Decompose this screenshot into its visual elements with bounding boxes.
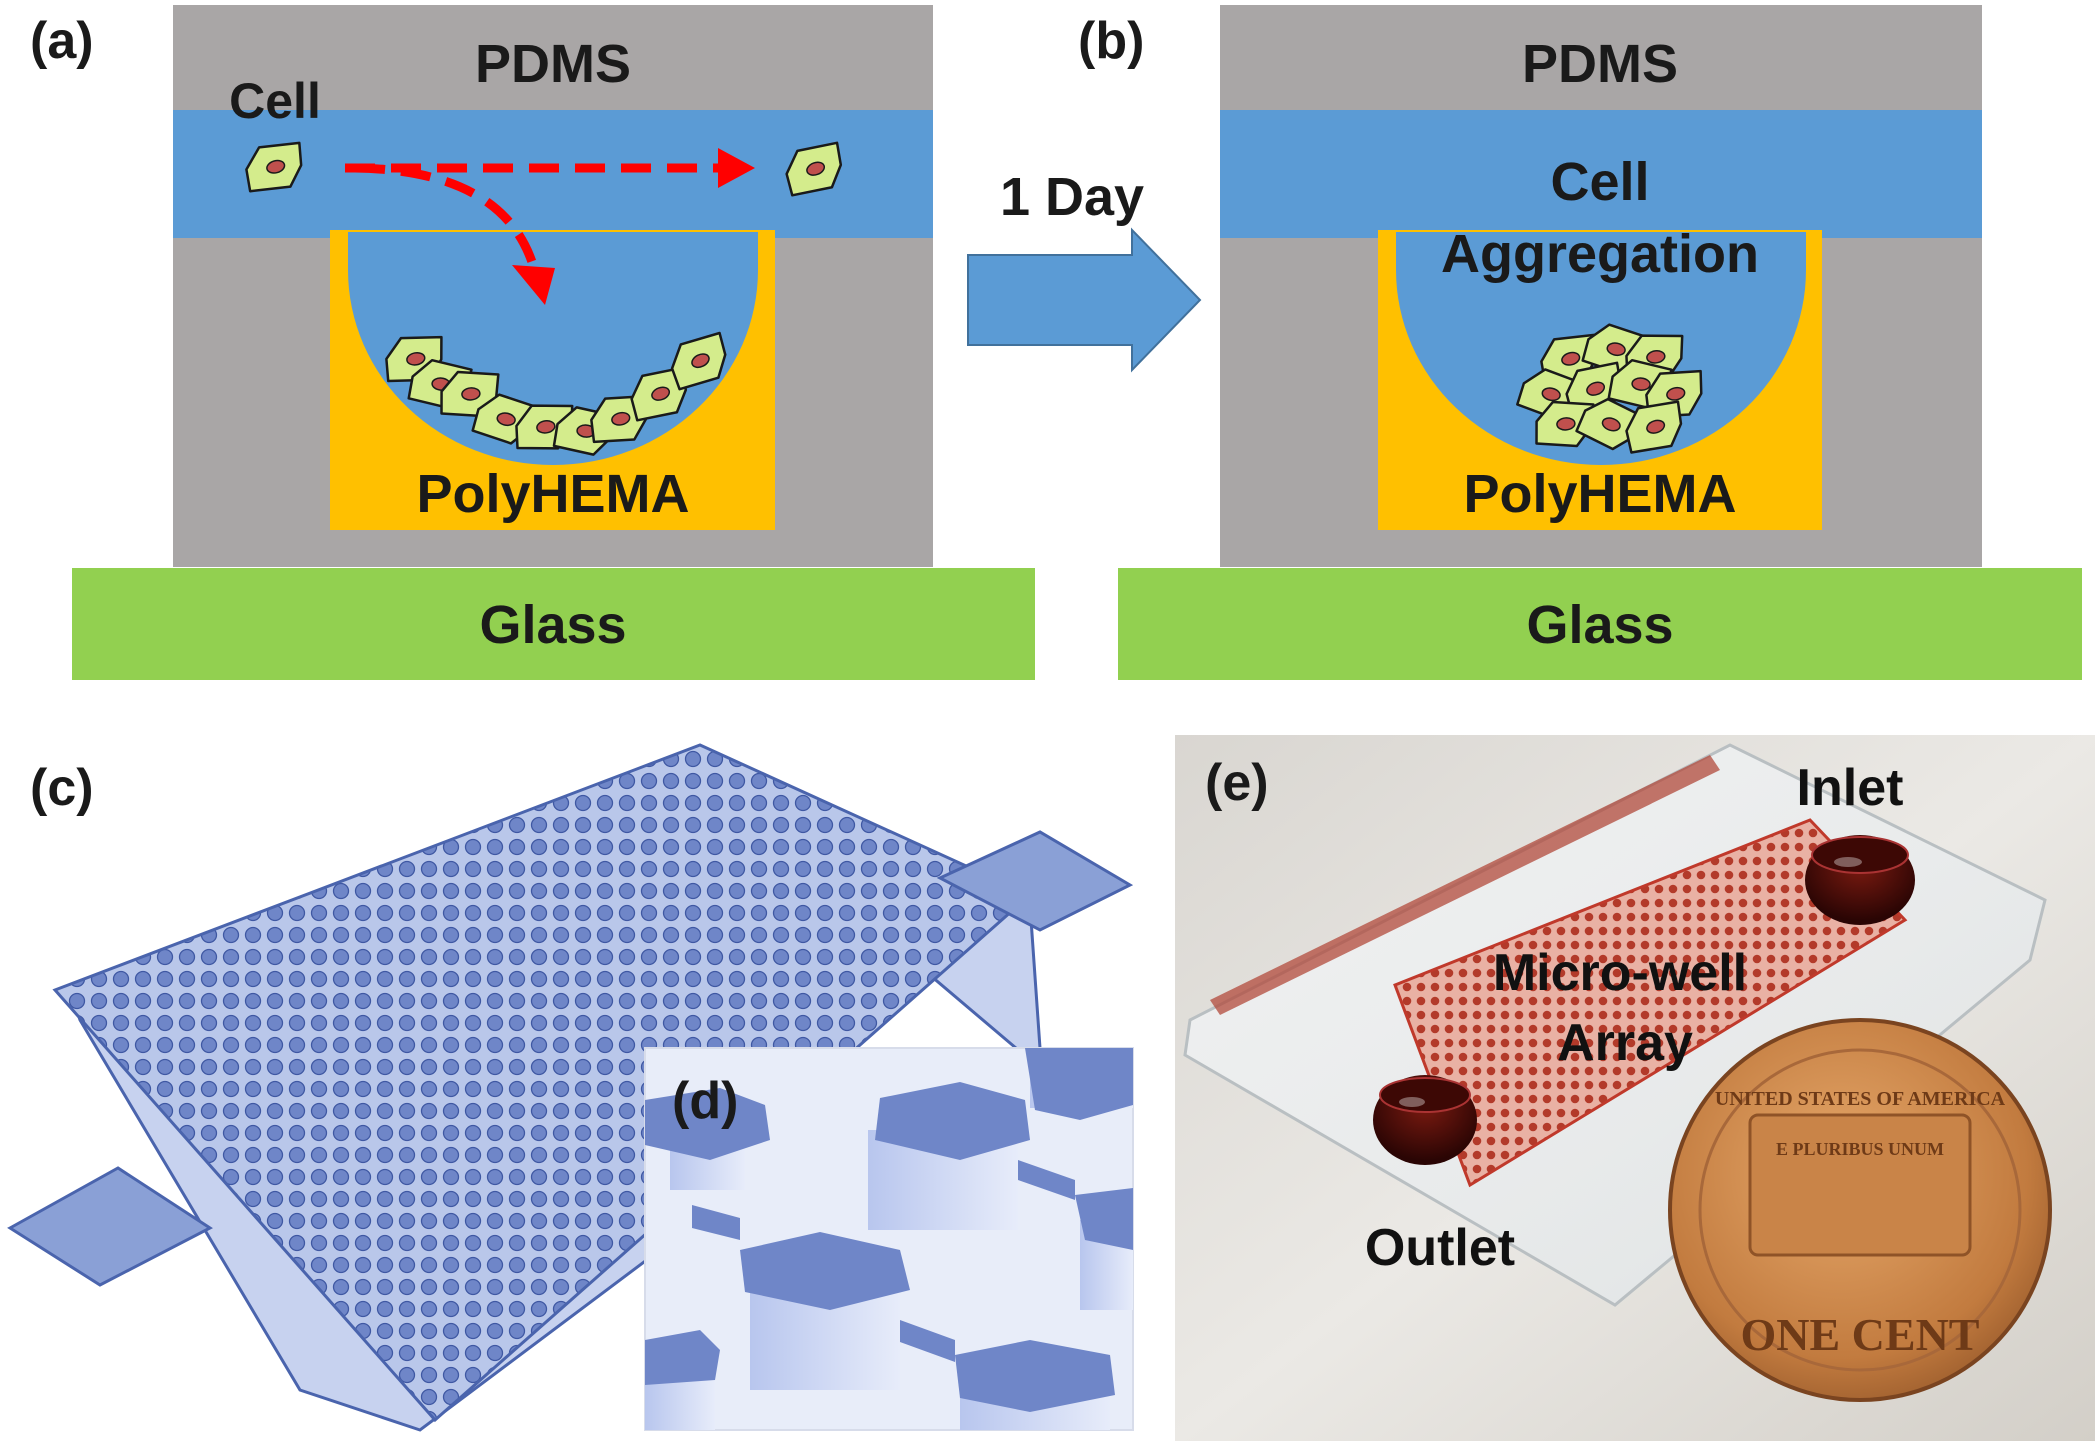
panel-b: (b) PDMS Cell Aggregation PolyHEMA Glass	[1078, 5, 2082, 680]
coin-value-text: ONE CENT	[1741, 1309, 1980, 1360]
glass-label-b: Glass	[1526, 595, 1673, 655]
aggregation-label-line2: Aggregation	[1441, 224, 1759, 284]
glass-slab-a	[72, 568, 1035, 680]
panel-tag-c: (c)	[30, 759, 94, 817]
pillar	[868, 1082, 1030, 1230]
microwell-array-surface	[52, 743, 1033, 1423]
glass-label-a: Glass	[479, 595, 626, 655]
pillar	[955, 1340, 1115, 1430]
flow-arrow-curved	[354, 163, 555, 305]
inlet-droplet	[1805, 835, 1915, 925]
panel-c: (c)	[7, 743, 1134, 1432]
aggregation-label-line1: Cell	[1550, 152, 1649, 212]
pillar	[740, 1232, 910, 1390]
inlet-pad	[936, 830, 1134, 932]
pillar	[1075, 1188, 1133, 1310]
panel-tag-d: (d)	[672, 1072, 738, 1130]
big-arrow-icon	[967, 227, 1202, 373]
pillar	[1025, 1048, 1133, 1120]
panel-tag-b: (b)	[1078, 12, 1144, 70]
connecting-channel	[900, 1320, 955, 1362]
panel-tag-a: (a)	[30, 12, 94, 70]
connecting-channel	[692, 1205, 740, 1240]
connecting-channel	[1018, 1160, 1075, 1200]
polyhema-label-b: PolyHEMA	[1463, 464, 1736, 524]
medium-channel-b	[1220, 110, 1982, 238]
array-label-line2: Array	[1557, 1014, 1693, 1072]
outlet-droplet	[1373, 1075, 1477, 1165]
outlet-pad	[7, 1166, 213, 1287]
coin-motto-text: E PLURIBUS UNUM	[1776, 1139, 1944, 1159]
polyhema-label-a: PolyHEMA	[416, 464, 689, 524]
transition-label: 1 Day	[1000, 167, 1144, 227]
panel-a: (a) PDMS Cell PolyHEMA Glass	[30, 5, 1035, 680]
glass-slab-b	[1118, 568, 2082, 680]
outlet-label: Outlet	[1365, 1219, 1515, 1277]
coin-top-text: UNITED STATES OF AMERICA	[1715, 1088, 2006, 1110]
transition-arrow: 1 Day	[967, 167, 1202, 373]
pdms-label-a: PDMS	[475, 34, 631, 94]
cell-label: Cell	[229, 73, 321, 129]
pdms-label-b: PDMS	[1522, 34, 1678, 94]
pillar	[645, 1088, 770, 1190]
panel-tag-e: (e)	[1205, 754, 1269, 812]
chip-edge-bar	[1210, 755, 1720, 1015]
pillar	[645, 1330, 720, 1430]
panel-e-photo: UNITED STATES OF AMERICA E PLURIBUS UNUM…	[1175, 735, 2095, 1441]
penny-coin: UNITED STATES OF AMERICA E PLURIBUS UNUM…	[1668, 1018, 2052, 1402]
panel-d-inset: (d)	[644, 1047, 1134, 1431]
inlet-label: Inlet	[1797, 759, 1904, 817]
array-label-line1: Micro-well	[1493, 944, 1747, 1002]
